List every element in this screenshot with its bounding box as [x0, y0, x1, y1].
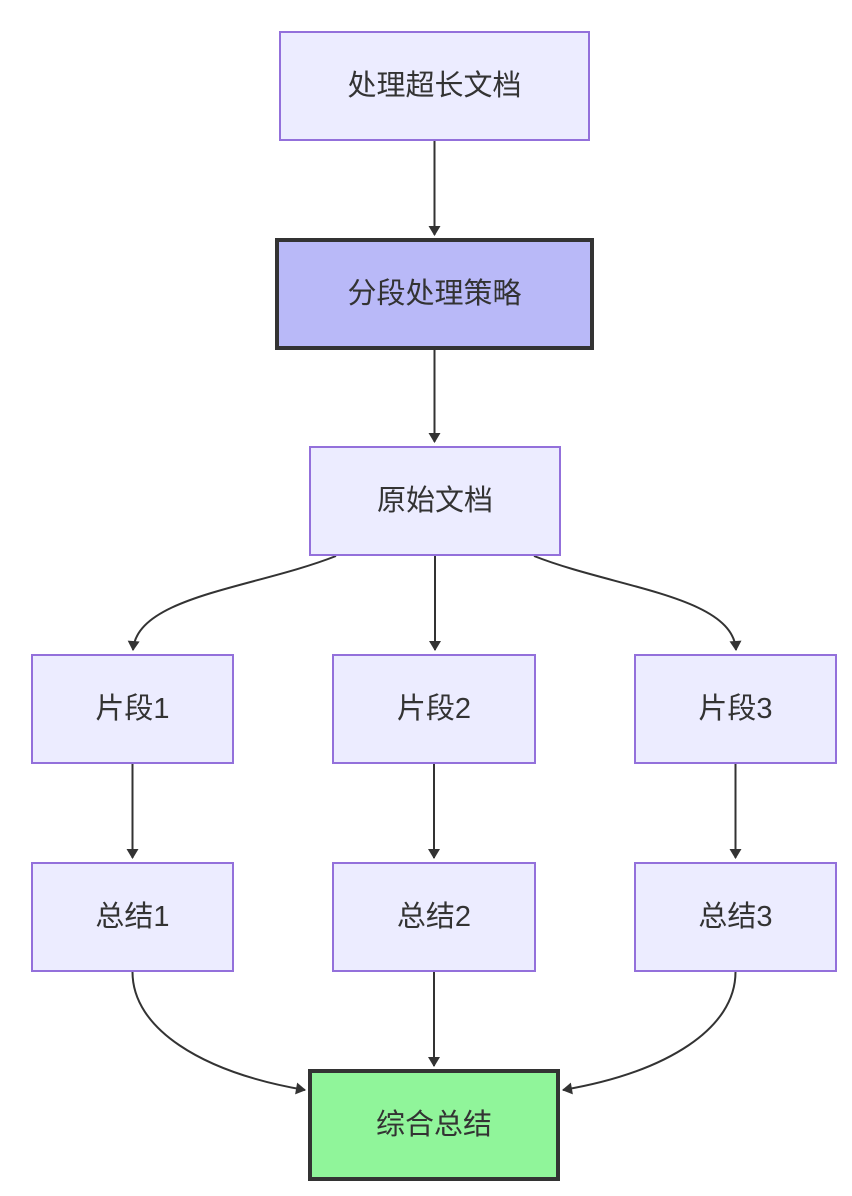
node-fragment-1-box — [31, 654, 234, 764]
node-process-long-doc-label: 处理超长文档 — [347, 69, 521, 102]
node-fragment-2-box — [332, 654, 536, 764]
node-fragment-3-box — [634, 654, 837, 764]
node-layer: 处理超长文档 分段处理策略 原始文档 片段1 片段2 片段3 总结1 — [31, 31, 837, 1181]
node-summary-2-label: 总结2 — [397, 900, 471, 933]
edge-summary1-to-final — [131, 971, 306, 1095]
node-summary-3-box — [634, 862, 837, 972]
edge-original-to-fragment3 — [533, 555, 742, 651]
node-fragment-2: 片段2 — [332, 654, 536, 764]
node-process-long-doc: 处理超长文档 — [279, 31, 590, 141]
node-summary-3: 总结3 — [634, 862, 837, 972]
node-original-doc: 原始文档 — [309, 446, 561, 556]
node-original-doc-box — [309, 446, 561, 556]
node-final-summary: 综合总结 — [308, 1069, 560, 1181]
node-fragment-1-label: 片段1 — [95, 692, 169, 725]
node-summary-2-box — [332, 862, 536, 972]
node-segmentation-strategy-label: 分段处理策略 — [347, 277, 521, 310]
node-summary-3-label: 总结3 — [698, 900, 772, 933]
edge-summary3-to-final — [562, 971, 737, 1095]
node-summary-1-label: 总结1 — [95, 900, 169, 933]
node-final-summary-label: 综合总结 — [376, 1108, 492, 1141]
node-process-long-doc-box — [279, 31, 590, 141]
node-fragment-3: 片段3 — [634, 654, 837, 764]
node-fragment-1: 片段1 — [31, 654, 234, 764]
node-segmentation-strategy-box — [275, 238, 594, 350]
node-fragment-3-label: 片段3 — [698, 692, 772, 725]
node-segmentation-strategy: 分段处理策略 — [275, 238, 594, 350]
node-summary-2: 总结2 — [332, 862, 536, 972]
node-original-doc-label: 原始文档 — [377, 484, 493, 517]
edge-layer — [126, 140, 742, 1095]
node-summary-1-box — [31, 862, 234, 972]
node-fragment-2-label: 片段2 — [397, 692, 471, 725]
edge-original-to-fragment1 — [127, 555, 337, 651]
node-summary-1: 总结1 — [31, 862, 234, 972]
node-final-summary-box — [308, 1069, 560, 1181]
